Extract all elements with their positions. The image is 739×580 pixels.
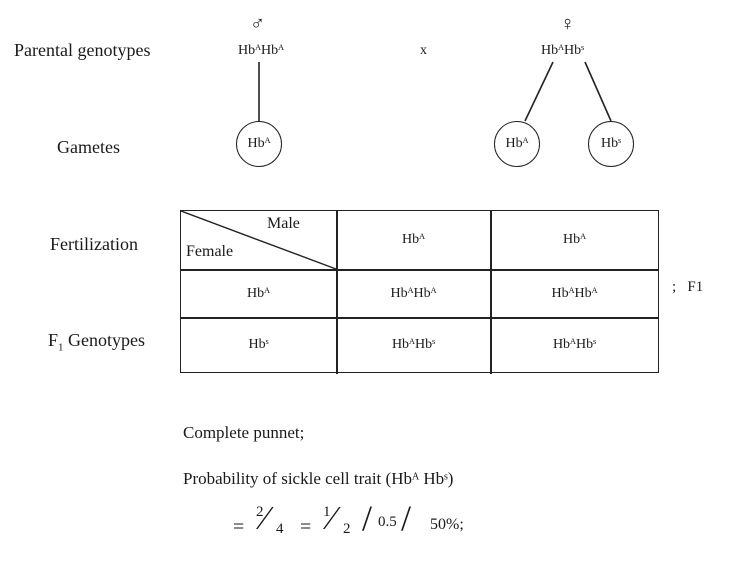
grid-divider-v1 bbox=[336, 211, 338, 374]
fraction-2-slash: ⁄ bbox=[329, 500, 335, 537]
fraction-2-denominator: 2 bbox=[343, 521, 351, 537]
female-gamete-circle-a: Hbᴬ bbox=[494, 121, 540, 167]
fraction-1-slash: ⁄ bbox=[262, 500, 268, 537]
corner-female-label: Female bbox=[186, 243, 234, 260]
female-gamete-circle-s: Hbˢ bbox=[588, 121, 634, 167]
female-gamete-line-a bbox=[524, 61, 554, 122]
row-header-2: Hbˢ bbox=[248, 337, 269, 352]
f1-genotypes-prefix: F bbox=[48, 330, 59, 350]
grid-divider-h2 bbox=[181, 317, 658, 319]
separator-slash-2: / bbox=[401, 498, 412, 538]
punnett-square: Male Female Hbᴬ Hbᴬ Hbᴬ HbᴬHbᴬ HbᴬHbᴬ Hb… bbox=[180, 210, 659, 374]
f1-genotypes-suffix: Genotypes bbox=[63, 330, 145, 350]
f1-genotypes-sub: 1 bbox=[58, 341, 64, 354]
male-symbol: ♂ bbox=[250, 13, 265, 35]
fraction-1-denominator: 4 bbox=[276, 521, 284, 537]
equation-equals-1: = bbox=[233, 516, 245, 538]
equation-equals-2: = bbox=[300, 516, 312, 538]
col-header-1: Hbᴬ bbox=[401, 232, 426, 247]
offspring-cell-2-2: HbᴬHbˢ bbox=[552, 337, 597, 352]
row-header-1: Hbᴬ bbox=[246, 285, 271, 301]
parental-genotypes-label: Parental genotypes bbox=[14, 40, 151, 60]
corner-male-label: Male bbox=[267, 215, 300, 232]
cross-sign: x bbox=[420, 43, 427, 58]
female-gamete-line-s bbox=[584, 61, 612, 122]
probability-statement: Probability of sickle cell trait (Hbᴬ Hb… bbox=[183, 469, 454, 488]
separator-slash-1: / bbox=[362, 498, 373, 538]
decimal-value: 0.5 bbox=[378, 514, 397, 530]
female-symbol: ♀ bbox=[560, 13, 575, 35]
female-genotype: HbᴬHbˢ bbox=[541, 43, 585, 58]
grid-divider-v2 bbox=[490, 211, 492, 374]
fraction-1-numerator: 2 bbox=[256, 504, 264, 520]
fertilization-label: Fertilization bbox=[50, 234, 138, 254]
corner-diagonal bbox=[181, 211, 337, 270]
fraction-2-numerator: 1 bbox=[323, 504, 331, 520]
col-header-2: Hbᴬ bbox=[562, 232, 587, 247]
offspring-cell-2-1: HbᴬHbˢ bbox=[391, 337, 436, 352]
f1-side-label: ; F1 bbox=[672, 279, 704, 295]
male-gamete-circle: Hbᴬ bbox=[236, 121, 282, 167]
complete-punnet-note: Complete punnet; bbox=[183, 423, 305, 442]
grid-divider-h1 bbox=[181, 269, 658, 271]
male-genotype: HbᴬHbᴬ bbox=[238, 43, 285, 58]
offspring-cell-1-1: HbᴬHbᴬ bbox=[390, 285, 437, 301]
gametes-label: Gametes bbox=[57, 137, 120, 157]
percent-value: 50%; bbox=[430, 516, 464, 533]
f1-genotypes-label: F1 Genotypes bbox=[48, 330, 145, 354]
offspring-cell-1-2: HbᴬHbᴬ bbox=[551, 285, 598, 301]
